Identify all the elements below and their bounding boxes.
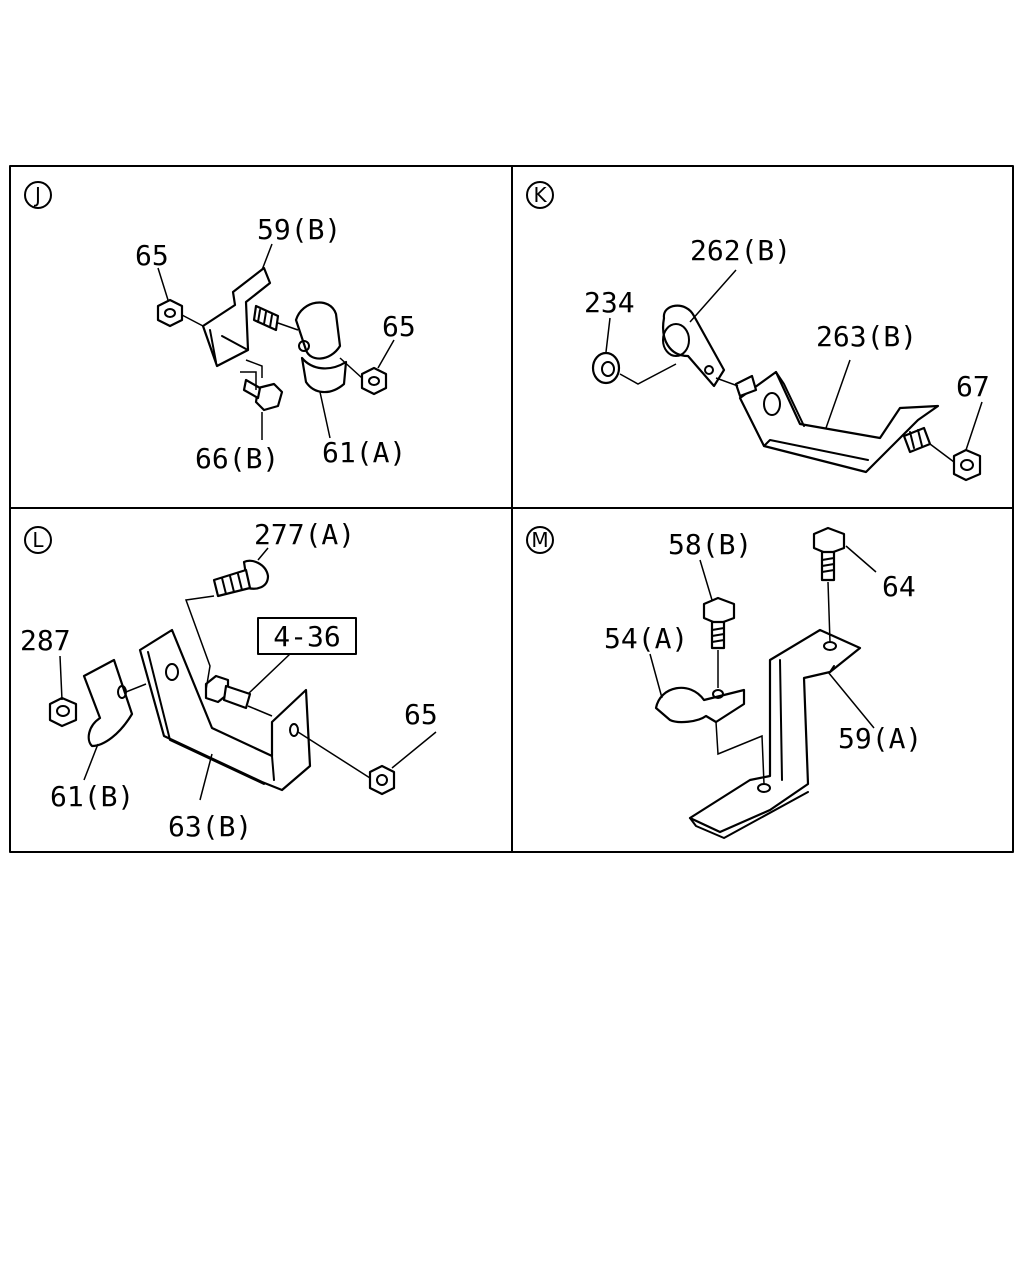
reference-box-4-36: 4-36	[257, 617, 357, 655]
clamp-262b	[662, 304, 726, 388]
label-59b: 59(B)	[257, 213, 341, 246]
panel-k: K	[526, 181, 990, 482]
panel-m-marker: M	[526, 526, 554, 554]
label-61b: 61(B)	[50, 780, 134, 813]
clamp-54a	[654, 686, 746, 724]
nut-287	[48, 696, 78, 728]
bolt-66b	[242, 378, 284, 412]
bracket-59b	[201, 266, 272, 368]
bolt-4-36	[204, 674, 252, 710]
label-54a: 54(A)	[604, 622, 688, 655]
panel-j-letter: J	[33, 183, 41, 207]
panel-l-marker: L	[24, 526, 52, 554]
clamp-61b	[82, 658, 134, 748]
panel-m: M 58(B) 64 54(A)	[526, 526, 922, 839]
nut-65-right	[360, 366, 388, 396]
label-234: 234	[584, 286, 635, 319]
label-64: 64	[882, 570, 916, 603]
nut-67	[952, 448, 982, 482]
bolt-59b	[252, 304, 280, 332]
panel-m-letter: M	[531, 528, 548, 552]
bolt-263b-left	[734, 374, 758, 398]
nut-65-l	[368, 764, 396, 796]
label-67: 67	[956, 370, 990, 403]
bracket-59a	[688, 628, 862, 839]
label-65-left: 65	[135, 239, 169, 272]
panel-l: L 4-36	[20, 518, 438, 843]
panel-k-marker: K	[526, 181, 554, 209]
bracket-263b	[738, 370, 940, 474]
panel-l-letter: L	[32, 528, 44, 552]
panel-j: J	[24, 181, 416, 475]
bracket-63b	[138, 628, 312, 792]
label-262b: 262(B)	[690, 234, 791, 267]
label-65-l: 65	[404, 698, 438, 731]
label-63b: 63(B)	[168, 810, 252, 843]
reference-label-4-36: 4-36	[273, 620, 340, 653]
panel-j-marker: J	[24, 181, 52, 209]
label-58b: 58(B)	[668, 528, 752, 561]
nut-65-left	[156, 298, 184, 328]
bolt-64	[812, 526, 846, 582]
label-59a: 59(A)	[838, 722, 922, 755]
bolt-277a	[212, 559, 270, 598]
label-263b: 263(B)	[816, 320, 917, 353]
label-287: 287	[20, 624, 71, 657]
panel-k-letter: K	[533, 183, 547, 207]
panel-grid	[9, 165, 1014, 853]
label-65-right: 65	[382, 310, 416, 343]
bolt-58b	[702, 596, 736, 650]
clamp-61a	[294, 301, 348, 394]
label-61a: 61(A)	[322, 436, 406, 469]
label-277a: 277(A)	[254, 518, 355, 551]
label-66b: 66(B)	[195, 442, 279, 475]
nut-234	[591, 351, 621, 385]
